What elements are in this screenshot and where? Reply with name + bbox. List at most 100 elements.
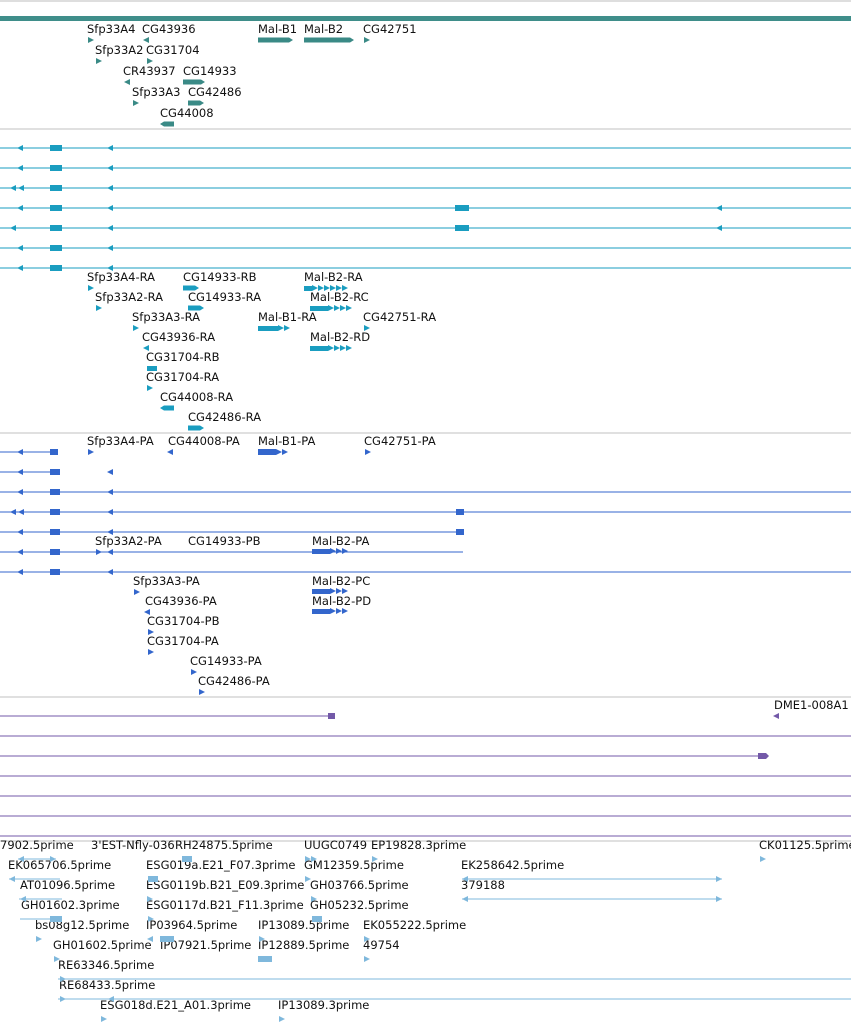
feature-label: Mal-B2-PC [312,574,370,588]
strand-arrow-right [328,345,334,351]
feature-label: Sfp33A4-PA [87,434,154,448]
exon-block [310,346,328,351]
strand-arrow-right [716,896,722,902]
feature-label: DME1-008A1 [774,698,849,712]
strand-arrow-right [312,285,318,291]
feature-label: bs08g12.5prime [35,918,129,932]
strand-arrow-left [17,529,23,535]
strand-arrow-right [60,996,66,1002]
strand-arrow-right [342,608,348,614]
strand-arrow-right [148,916,154,922]
feature-label: Mal-B2-RD [310,330,370,344]
strand-arrow-left [17,245,23,251]
feature-label: CG31704-PB [147,614,220,628]
feature-label: CR43937 [123,64,176,78]
feature-label: CG42486 [188,85,242,99]
strand-arrow-left [17,165,23,171]
strand-arrow-right [88,285,94,291]
feature-label: CG44008 [160,106,214,120]
strand-arrow-left [10,185,16,191]
exon-block [50,205,62,211]
feature-label: Mal-B1-RA [258,310,317,324]
strand-arrow-left [773,713,779,719]
feature-label: CG14933-RB [183,270,257,284]
feature-label: GH03766.5prime [310,878,409,892]
feature-label: Mal-B2-RC [310,290,369,304]
gene-block [160,121,174,127]
feature-label: ESG0119b.B21_E09.3prime [146,878,304,892]
strand-arrow-right [101,1016,107,1022]
strand-arrow-right [147,385,153,391]
feature-label: ESG019a.E21_F07.3prime [146,858,296,872]
strand-arrow-right [199,689,205,695]
strand-arrow-left [17,489,23,495]
exon-block [258,326,278,331]
strand-arrow-left [462,896,468,902]
strand-arrow-right [96,58,102,64]
gene-block [183,79,205,85]
feature-label: GH01602.5prime [53,938,152,952]
strand-arrow-right [305,876,311,882]
strand-arrow-left [20,896,26,902]
strand-arrow-right [259,936,265,942]
feature-label: Mal-B2-RA [304,270,363,284]
strand-arrow-right [340,345,346,351]
feature-label: Sfp33A4 [87,22,135,36]
strand-arrow-right [330,588,336,594]
strand-arrow-left [143,37,149,43]
strand-arrow-left [107,469,113,475]
strand-arrow-left [107,549,113,555]
feature-label: CG44008-RA [160,390,233,404]
strand-arrow-right [276,449,282,455]
feature-label: IP12889.5prime [258,938,349,952]
strand-arrow-left [17,449,23,455]
strand-arrow-right [311,856,317,862]
strand-arrow-left [17,265,23,271]
exon-block [312,549,330,554]
strand-arrow-left [17,569,23,575]
strand-arrow-right [147,896,153,902]
feature-label: CG14933-RA [188,290,261,304]
strand-arrow-right [372,856,378,862]
feature-label: IP13089.3prime [278,998,369,1012]
strand-arrow-right [340,305,346,311]
feature-label: CG44008-PA [168,434,240,448]
strand-arrow-right [36,936,42,942]
strand-arrow-left [107,225,113,231]
strand-arrow-left [17,469,23,475]
strand-arrow-right [336,285,342,291]
strand-arrow-right [133,100,139,106]
strand-arrow-left [107,165,113,171]
strand-arrow-right [318,285,324,291]
strand-arrow-right [324,285,330,291]
feature-label: CG31704-PA [147,634,219,648]
exon-block [312,609,330,614]
strand-arrow-left [147,936,153,942]
feature-label: 49754 [363,938,400,952]
strand-arrow-left [144,609,150,615]
strand-arrow-left [17,145,23,151]
exon-block [258,449,276,455]
strand-arrow-right [278,325,284,331]
strand-arrow-right [330,285,336,291]
strand-arrow-right [88,37,94,43]
strand-arrow-left [10,509,16,515]
strand-arrow-right [346,305,352,311]
gene-block [304,37,354,43]
feature-label: RH24875.5prime [175,838,273,852]
feature-label: CG42751 [363,22,417,36]
exon-block [148,876,158,882]
exon-block [312,916,322,922]
strand-arrow-left [462,876,468,882]
strand-arrow-right [342,548,348,554]
feature-label: CG31704 [146,43,200,57]
exon-block [456,529,464,535]
feature-label: UUGC0749 [304,838,367,852]
strand-arrow-right [311,896,317,902]
strand-arrow-left [107,569,113,575]
strand-arrow-left [107,265,113,271]
feature-label: Sfp33A2 [95,43,143,57]
feature-label: Sfp33A3 [132,85,180,99]
exon-block [258,956,272,962]
